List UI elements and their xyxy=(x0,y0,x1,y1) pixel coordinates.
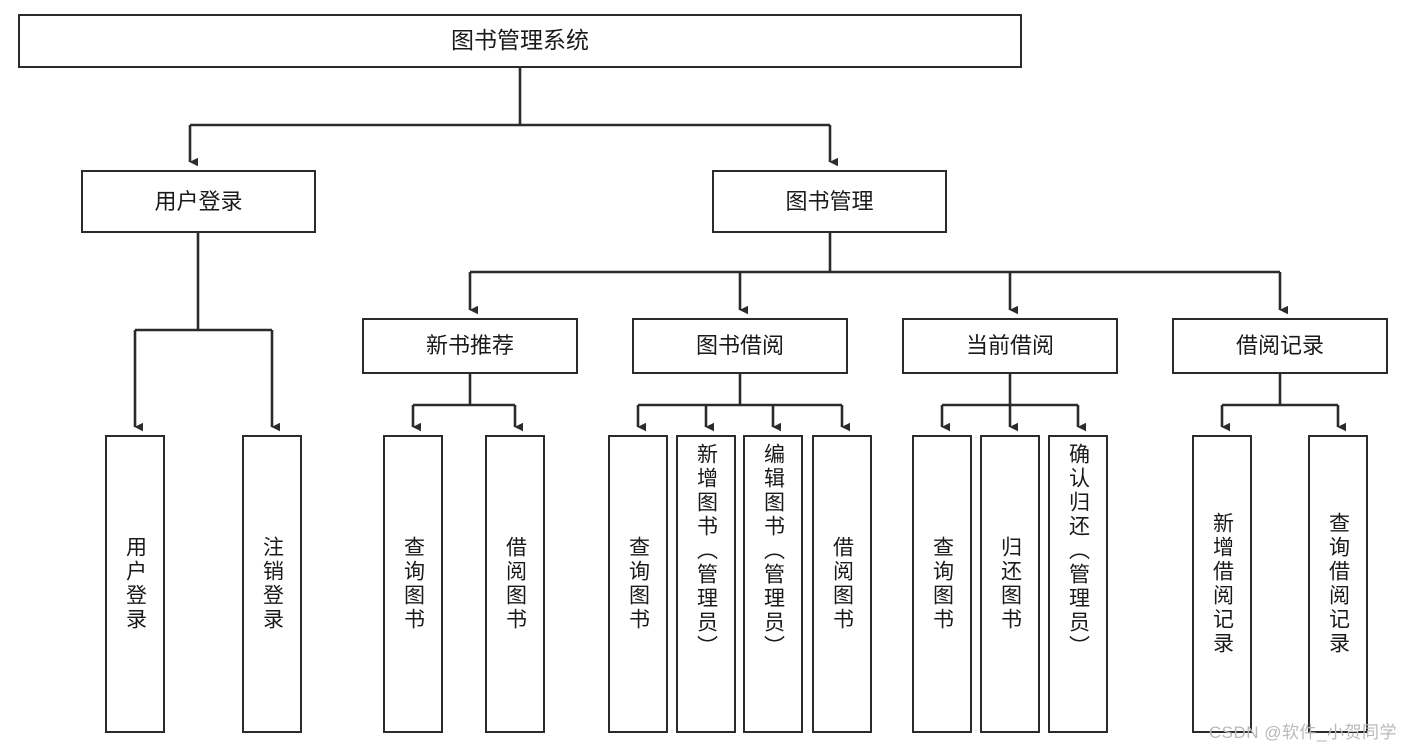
leaf-label: 查询图书 xyxy=(626,536,650,632)
leaf-label: 编辑图书（管理员） xyxy=(761,443,785,659)
leaf-label: 新增借阅记录 xyxy=(1210,512,1234,656)
leaf-current-borrow-return-book[interactable]: 归还图书 xyxy=(980,435,1040,733)
node-root-label: 图书管理系统 xyxy=(451,27,589,54)
leaf-new-book-query-book[interactable]: 查询图书 xyxy=(383,435,443,733)
leaf-label: 新增图书（管理员） xyxy=(694,443,718,659)
node-book-borrow-label: 图书借阅 xyxy=(695,333,784,359)
leaf-borrow-record-add-record[interactable]: 新增借阅记录 xyxy=(1192,435,1252,733)
leaf-user-login-logout[interactable]: 注销登录 xyxy=(242,435,302,733)
leaf-borrow-record-query-record[interactable]: 查询借阅记录 xyxy=(1308,435,1368,733)
leaf-book-borrow-query-book[interactable]: 查询图书 xyxy=(608,435,668,733)
leaf-book-borrow-borrow-book[interactable]: 借阅图书 xyxy=(812,435,872,733)
node-user-login[interactable]: 用户登录 xyxy=(81,170,316,233)
node-current-borrow[interactable]: 当前借阅 xyxy=(902,318,1118,374)
leaf-book-borrow-edit-book-admin[interactable]: 编辑图书（管理员） xyxy=(743,435,803,733)
leaf-label: 归还图书 xyxy=(998,536,1022,632)
leaf-label: 查询图书 xyxy=(401,536,425,632)
leaf-label: 用户登录 xyxy=(123,536,147,632)
node-book-borrow[interactable]: 图书借阅 xyxy=(632,318,848,374)
leaf-current-borrow-confirm-return-admin[interactable]: 确认归还（管理员） xyxy=(1048,435,1108,733)
leaf-label: 查询借阅记录 xyxy=(1326,512,1350,656)
node-borrow-record-label: 借阅记录 xyxy=(1235,333,1324,359)
node-new-book-recommend-label: 新书推荐 xyxy=(425,333,514,359)
leaf-label: 查询图书 xyxy=(930,536,954,632)
node-user-login-label: 用户登录 xyxy=(154,188,243,214)
leaf-label: 借阅图书 xyxy=(503,536,527,632)
leaf-current-borrow-query-book[interactable]: 查询图书 xyxy=(912,435,972,733)
leaf-label: 确认归还（管理员） xyxy=(1066,443,1090,659)
node-borrow-record[interactable]: 借阅记录 xyxy=(1172,318,1388,374)
node-new-book-recommend[interactable]: 新书推荐 xyxy=(362,318,578,374)
node-root[interactable]: 图书管理系统 xyxy=(18,14,1022,68)
leaf-label: 借阅图书 xyxy=(830,536,854,632)
leaf-label: 注销登录 xyxy=(260,536,284,632)
leaf-book-borrow-add-book-admin[interactable]: 新增图书（管理员） xyxy=(676,435,736,733)
node-book-management[interactable]: 图书管理 xyxy=(712,170,947,233)
node-book-management-label: 图书管理 xyxy=(785,188,874,214)
watermark-text: CSDN @软件_小贺同学 xyxy=(1208,723,1397,742)
leaf-user-login-login[interactable]: 用户登录 xyxy=(105,435,165,733)
node-current-borrow-label: 当前借阅 xyxy=(965,333,1054,359)
leaf-new-book-borrow-book[interactable]: 借阅图书 xyxy=(485,435,545,733)
